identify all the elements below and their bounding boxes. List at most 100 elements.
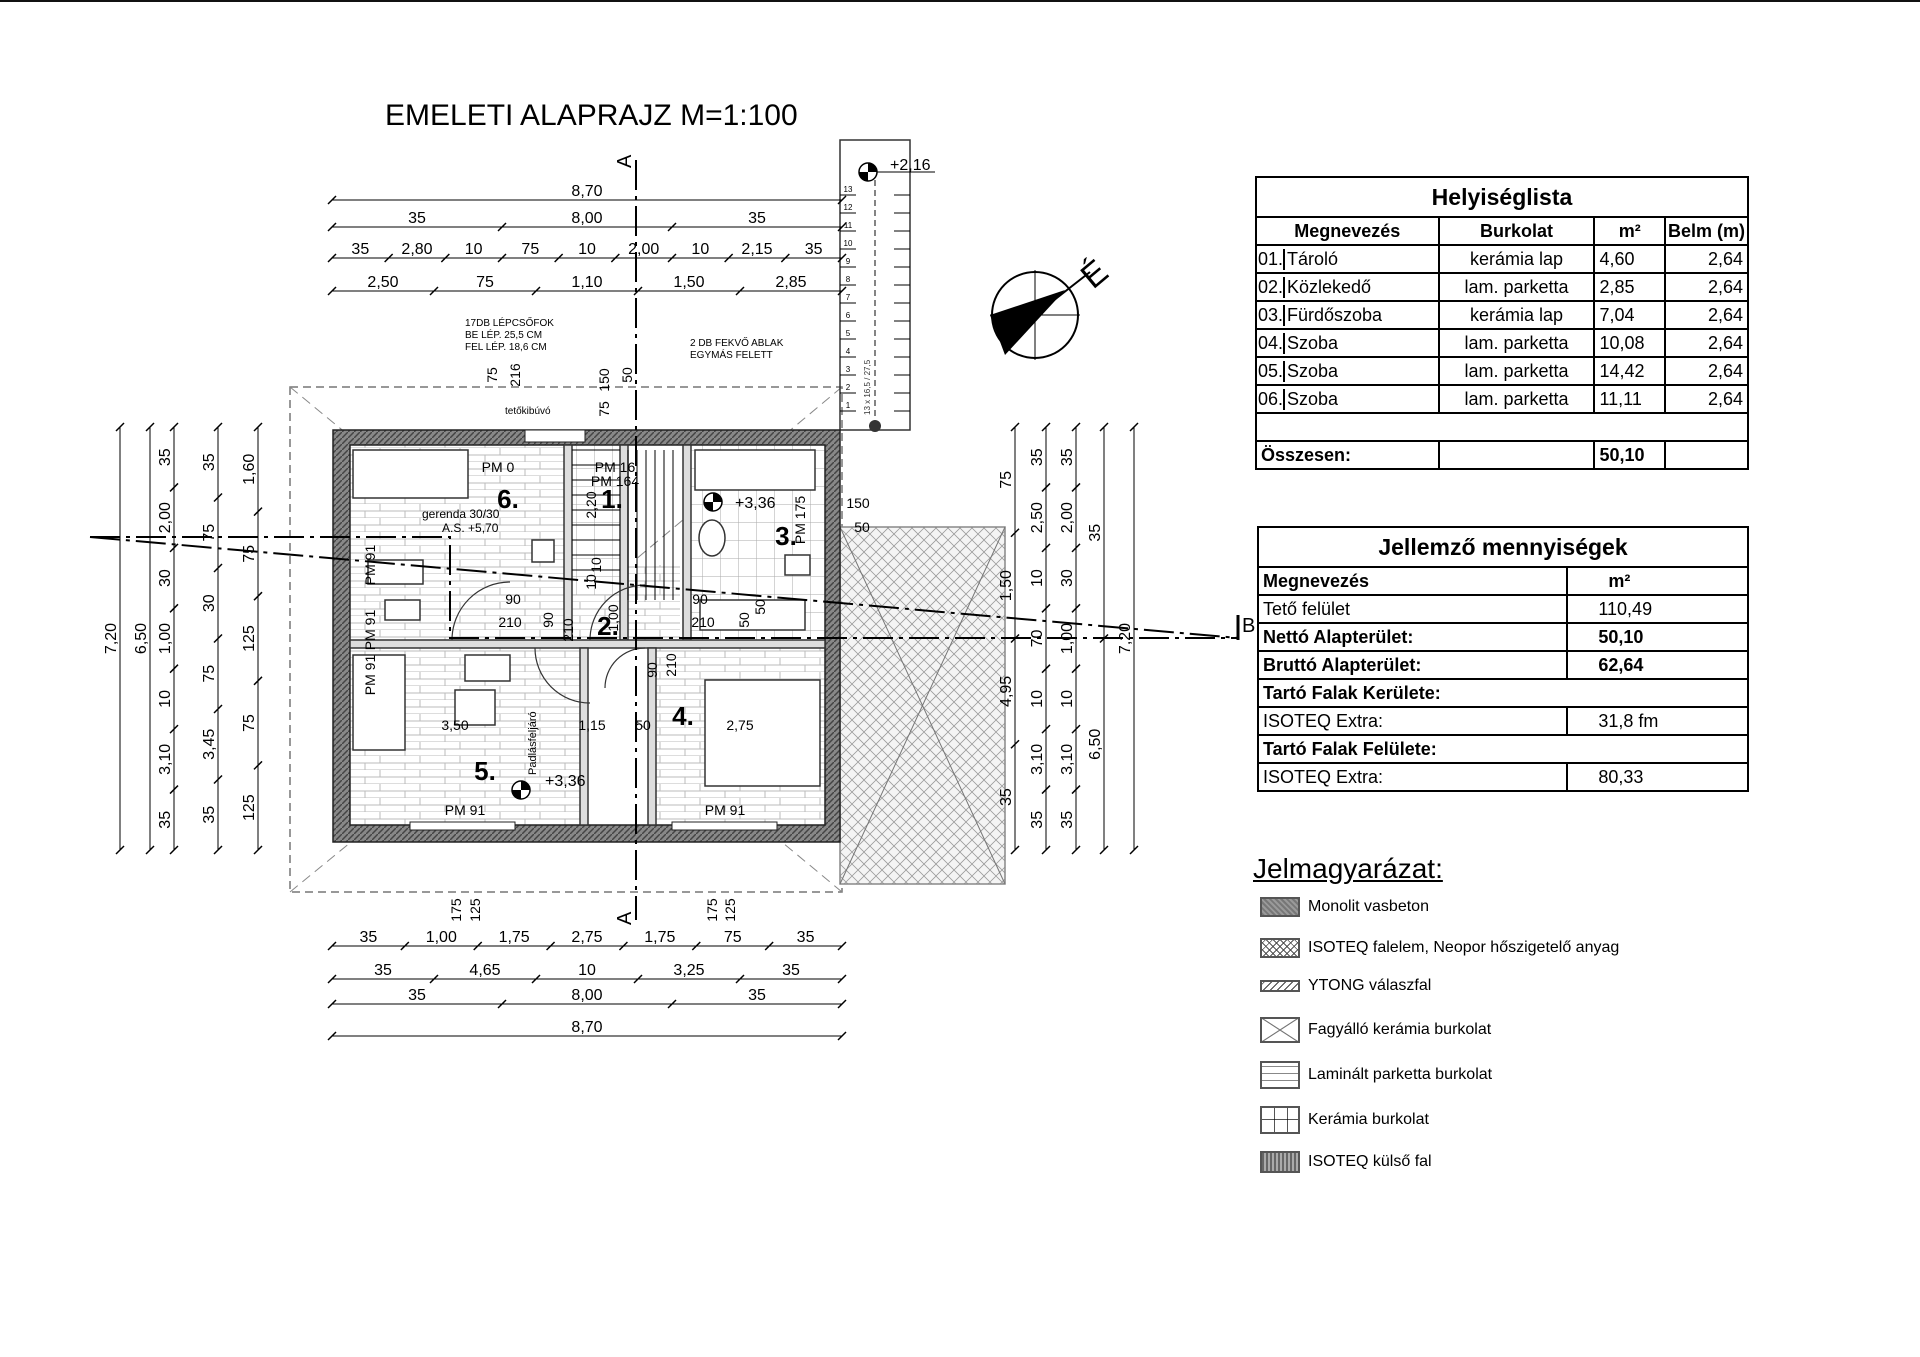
legend-label: YTONG válaszfal	[1308, 977, 1432, 994]
dimension-tick	[837, 941, 847, 951]
dimension-label: 2,00	[157, 502, 174, 533]
dimension-tick	[327, 195, 337, 205]
dimension-label: 10	[1029, 569, 1046, 587]
inner-dimension-label: 216	[507, 363, 523, 387]
dimension-tick	[691, 941, 701, 951]
room-total-label: Összesen:	[1255, 440, 1440, 470]
dimension-tick	[1071, 422, 1081, 432]
terrace-diagonal	[839, 526, 1006, 885]
dimension-label: 75	[521, 241, 539, 258]
stair-step-number: 13	[844, 185, 853, 194]
note-stairs-1: 17DB LÉPCSŐFOK	[465, 315, 554, 329]
interior-walls	[349, 444, 826, 826]
dimension-tick	[1010, 422, 1020, 432]
dimension-label: 10	[578, 962, 596, 979]
room-numbers: 1.2.3.4.5.6.	[474, 484, 797, 786]
window-tag: PM 91	[705, 802, 746, 818]
qty-row-value: 110,49	[1566, 594, 1749, 624]
inner-dimension-label: 210	[498, 614, 522, 630]
dimension-label: 8,70	[571, 1019, 602, 1036]
dimension-tick	[327, 999, 337, 1009]
dimension-label: 1,00	[426, 929, 457, 946]
legend-item: ISOTEQ külső fal	[1260, 1151, 1432, 1173]
dimension-tick	[169, 724, 179, 734]
dimension-tick	[169, 785, 179, 795]
dimension-label: 35	[374, 962, 392, 979]
dimension-label: 3,25	[673, 962, 704, 979]
room-number: 06.	[1258, 388, 1285, 410]
dimension-label: 35	[1059, 811, 1076, 829]
dimension-tick	[169, 664, 179, 674]
window-tag: PM 0	[482, 459, 515, 475]
dimension-label: 7,20	[1117, 623, 1134, 654]
legend-item: YTONG válaszfal	[1260, 977, 1431, 995]
room-number-label: 4.	[672, 701, 694, 731]
dimension-tick	[667, 253, 677, 263]
dimension-tick	[327, 253, 337, 263]
dimension-tick	[213, 845, 223, 855]
inner-dimension-label: 90	[644, 662, 660, 678]
dimension-label: 125	[241, 794, 258, 821]
room-floor: kerámia lap	[1437, 300, 1596, 330]
dimension-label: 6,50	[133, 623, 150, 654]
dimension-label: 35	[998, 788, 1015, 806]
dimension-label: 30	[201, 594, 218, 612]
dimension-tick	[213, 704, 223, 714]
dimension-tick	[1041, 785, 1051, 795]
note-stairs-2: BE LÉP. 25,5 CM	[465, 328, 542, 341]
dimension-tick	[429, 286, 439, 296]
stair-step-number: 6	[846, 311, 851, 320]
note-roof-hatch: tetőkibúvó	[505, 406, 551, 417]
dimension-tick	[1071, 482, 1081, 492]
dimension-label: 1,75	[499, 929, 530, 946]
room-number-label: 1.	[601, 484, 623, 514]
inner-dimension-label: 3,50	[441, 717, 468, 733]
plan-notes: 17DB LÉPCSŐFOK BE LÉP. 25,5 CM FEL LÉP. …	[422, 315, 784, 775]
dimension-tick	[1010, 528, 1020, 538]
room-height: 2,64	[1663, 328, 1750, 358]
window-tag: PM 16	[595, 459, 636, 475]
dimension-tick	[213, 563, 223, 573]
room-table-header: m²	[1593, 216, 1666, 246]
dimension-tick	[253, 422, 263, 432]
room-name-cell: 02.Közlekedő	[1255, 272, 1440, 302]
window-tag: PM 164	[591, 473, 639, 489]
dimension-tick	[1041, 724, 1051, 734]
note-beam-2: A.S. +5,70	[442, 521, 499, 535]
drawing-title: EMELETI ALAPRAJZ M=1:100	[385, 99, 798, 132]
room-number: 02.	[1258, 276, 1285, 298]
dimension-tick	[253, 845, 263, 855]
dimension-label: 35	[748, 987, 766, 1004]
inner-dimension-label: 2,20	[583, 491, 599, 518]
qty-row-label: Bruttó Alapterület:	[1256, 650, 1569, 680]
qty-row-label: ISOTEQ Extra:	[1256, 762, 1569, 792]
dimension-label: 10	[1029, 690, 1046, 708]
legend-swatch	[1260, 1106, 1300, 1134]
section-mark-a-bottom: A	[614, 911, 636, 925]
room-name-cell: 06.Szoba	[1255, 384, 1440, 414]
dimension-label: 35	[351, 241, 369, 258]
qty-table-header: m²	[1566, 566, 1749, 596]
dimension-label: 75	[724, 929, 742, 946]
note-beam-1: gerenda 30/30	[422, 507, 500, 521]
inner-dimension-label: 1,15	[578, 717, 605, 733]
dimension-tick	[384, 253, 394, 263]
inner-dimension-label: 125	[467, 898, 483, 922]
qty-row-label: ISOTEQ Extra:	[1256, 706, 1569, 736]
inner-dimension-label: 125	[722, 898, 738, 922]
inner-dimension-label: 90	[692, 591, 708, 607]
inner-dimension-label: 210	[663, 653, 679, 677]
note-stairs-3: FEL LÉP. 18,6 CM	[465, 340, 547, 353]
dimension-label: 2,85	[775, 274, 806, 291]
inner-dimension-label: 175	[704, 898, 720, 922]
dimension-tick	[1041, 543, 1051, 553]
inner-dimension-label: 1,00	[605, 604, 621, 631]
stair-step-number: 4	[846, 347, 851, 356]
dimension-tick	[169, 603, 179, 613]
level-marker-bath: +3,36	[703, 492, 776, 512]
room-name: Szoba	[1287, 332, 1339, 353]
qty-row-label: Tető felület	[1256, 594, 1569, 624]
section-line-b	[89, 536, 1239, 639]
